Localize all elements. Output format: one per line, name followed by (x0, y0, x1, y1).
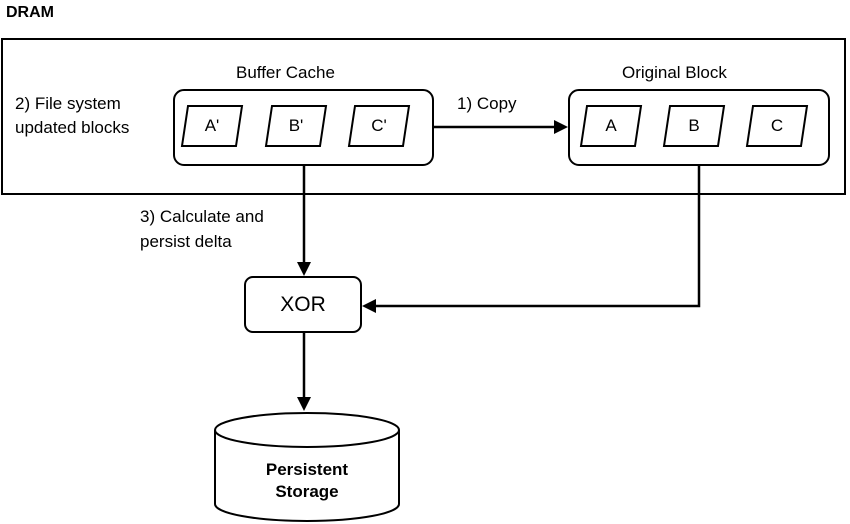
original-to-xor-arrowhead (362, 299, 376, 313)
step-calculate-label-line2: persist delta (140, 232, 232, 251)
buffer-block-c-label: C' (371, 116, 387, 135)
buffer-cache-title: Buffer Cache (236, 63, 335, 82)
buffer-block-b: B' (264, 104, 328, 148)
cylinder-icon (214, 412, 400, 522)
buffer-block-a: A' (180, 104, 244, 148)
step-calculate-label-line1: 3) Calculate and (140, 207, 264, 226)
parallelogram-shape (347, 105, 411, 147)
original-block-a: A (579, 104, 643, 148)
original-block-b: B (662, 104, 726, 148)
dram-title: DRAM (6, 4, 54, 21)
buffer-block-c: C' (347, 104, 411, 148)
original-block-c-label: C (770, 116, 784, 135)
persistent-storage-cylinder: Persistent Storage (213, 411, 401, 523)
parallelogram-shape (662, 105, 726, 147)
buffer-to-xor-arrowhead (297, 262, 311, 276)
parallelogram-shape (579, 105, 643, 147)
parallelogram-shape (745, 105, 809, 147)
step-file-system-label-line2: updated blocks (15, 118, 130, 137)
step-copy-label: 1) Copy (457, 94, 517, 113)
xor-to-storage-arrowhead (297, 397, 311, 411)
parallelogram-shape (180, 105, 244, 147)
original-block-a-label: A (605, 116, 617, 135)
original-block-c: C (745, 104, 809, 148)
buffer-block-a-label: A' (204, 116, 220, 135)
parallelogram-shape (264, 105, 328, 147)
xor-node: XOR (244, 276, 362, 333)
step-file-system-label-line1: 2) File system (15, 94, 121, 113)
original-block-title: Original Block (622, 63, 727, 82)
buffer-block-b-label: B' (288, 116, 304, 135)
original-block-b-label: B (688, 116, 700, 135)
persistent-storage-label: Persistent Storage (265, 460, 349, 502)
